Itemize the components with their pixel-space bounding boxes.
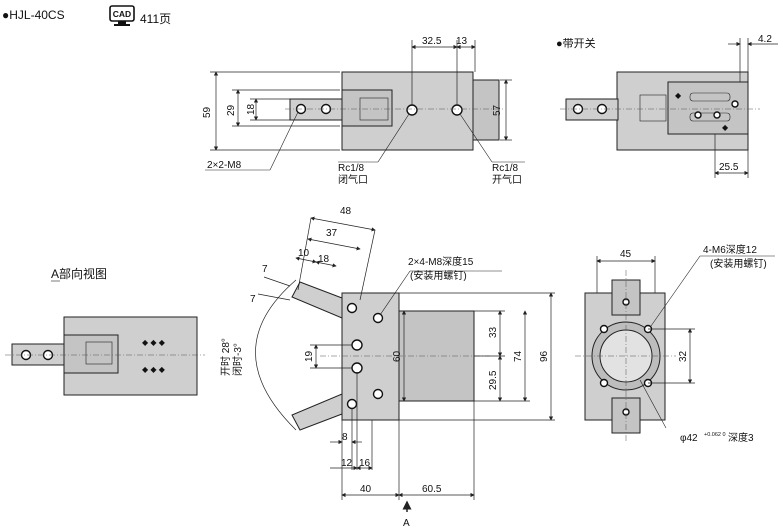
- dim-74: 74: [513, 350, 524, 362]
- label-4-m6-depth: 4-M6深度12: [703, 243, 757, 256]
- dim-32: 32: [678, 350, 689, 362]
- dim-10: 10: [298, 248, 310, 259]
- dim-37: 37: [326, 228, 338, 239]
- dim-60: 60: [392, 350, 403, 362]
- dim-4-2: 4.2: [758, 34, 772, 45]
- dim-12: 12: [341, 458, 353, 469]
- cad-page-ref[interactable]: 411页: [140, 12, 172, 26]
- top-port-open: [451, 104, 463, 116]
- dim-7-a: 7: [262, 264, 268, 275]
- label-bore-depth: 深度3: [728, 431, 754, 444]
- label-bore: φ42: [680, 433, 698, 444]
- label-rc-open: Rc1/8: [492, 163, 519, 174]
- label-2x4-m8-depth: 2×4-M8深度15: [408, 255, 474, 268]
- dim-18: 18: [246, 103, 257, 115]
- label-m6-mounting-screw: (安装用螺钉): [710, 257, 767, 270]
- angle-open: 开时 28°: [220, 338, 232, 376]
- dim-29: 29: [226, 104, 237, 116]
- svg-text:◆ ◆ ◆: ◆ ◆ ◆: [142, 365, 166, 374]
- dim-19: 19: [304, 350, 315, 362]
- switch-view: ●带开关 ◆ ◆ 4.2 25.5: [556, 34, 778, 178]
- svg-text:◆: ◆: [675, 91, 682, 100]
- dim-33: 33: [488, 326, 499, 338]
- top-port-close: [406, 104, 418, 116]
- dim-13: 13: [456, 36, 468, 47]
- svg-text:◆ ◆ ◆: ◆ ◆ ◆: [142, 338, 166, 347]
- top-view-endcap: [472, 79, 500, 141]
- dim-45: 45: [620, 249, 632, 260]
- cad-icon-text: CAD: [113, 9, 131, 19]
- a-view: A部向视图 ◆ ◆ ◆ ◆ ◆ ◆: [5, 266, 205, 396]
- dim-40: 40: [360, 484, 372, 495]
- dim-7-b: 7: [250, 294, 256, 305]
- angle-close: 闭时-3°: [231, 343, 244, 376]
- dim-60-5: 60.5: [422, 484, 442, 495]
- dim-32-5: 32.5: [422, 36, 442, 47]
- dim-16: 16: [359, 458, 371, 469]
- top-view-carriage: [341, 89, 393, 127]
- label-close-port: 闭气口: [338, 173, 368, 186]
- front-jaw-upper: [291, 281, 343, 319]
- label-m8-mounting-screw: (安装用螺钉): [410, 269, 467, 282]
- dim-29-5: 29.5: [488, 370, 499, 390]
- dim-59: 59: [202, 106, 213, 118]
- model-label: ●HJL-40CS: [2, 8, 65, 22]
- side-view: 45 32 4-M6深度12 (安装用螺钉) φ42 +0.062 0 深度3: [575, 243, 775, 444]
- label-open-port: 开气口: [492, 173, 522, 186]
- svg-text:◆: ◆: [722, 123, 729, 132]
- label-rc-close: Rc1/8: [338, 163, 365, 174]
- label-2x2-m8: 2×2-M8: [207, 160, 242, 171]
- front-view: 48 37 10 18 7 7 开时 28° 闭时-3° 2×4-M8深度15 …: [220, 206, 555, 529]
- a-view-title: A部向视图: [51, 266, 107, 281]
- label-bore-tolerance: +0.062 0: [704, 432, 726, 438]
- cad-icon[interactable]: CAD: [108, 5, 136, 27]
- switch-view-title: ●带开关: [556, 36, 596, 50]
- dim-8: 8: [342, 432, 348, 443]
- dim-57: 57: [492, 104, 503, 116]
- dim-18-front: 18: [318, 254, 330, 265]
- dim-48: 48: [340, 206, 352, 217]
- top-view: 32.5 13 59 29 18 57 2×2-M8 Rc1/8 闭气口 Rc1…: [202, 36, 525, 186]
- front-jaw-lower: [291, 393, 343, 431]
- dim-25-5: 25.5: [719, 162, 739, 173]
- dim-96: 96: [539, 350, 550, 362]
- view-arrow-a-label: A: [403, 518, 410, 529]
